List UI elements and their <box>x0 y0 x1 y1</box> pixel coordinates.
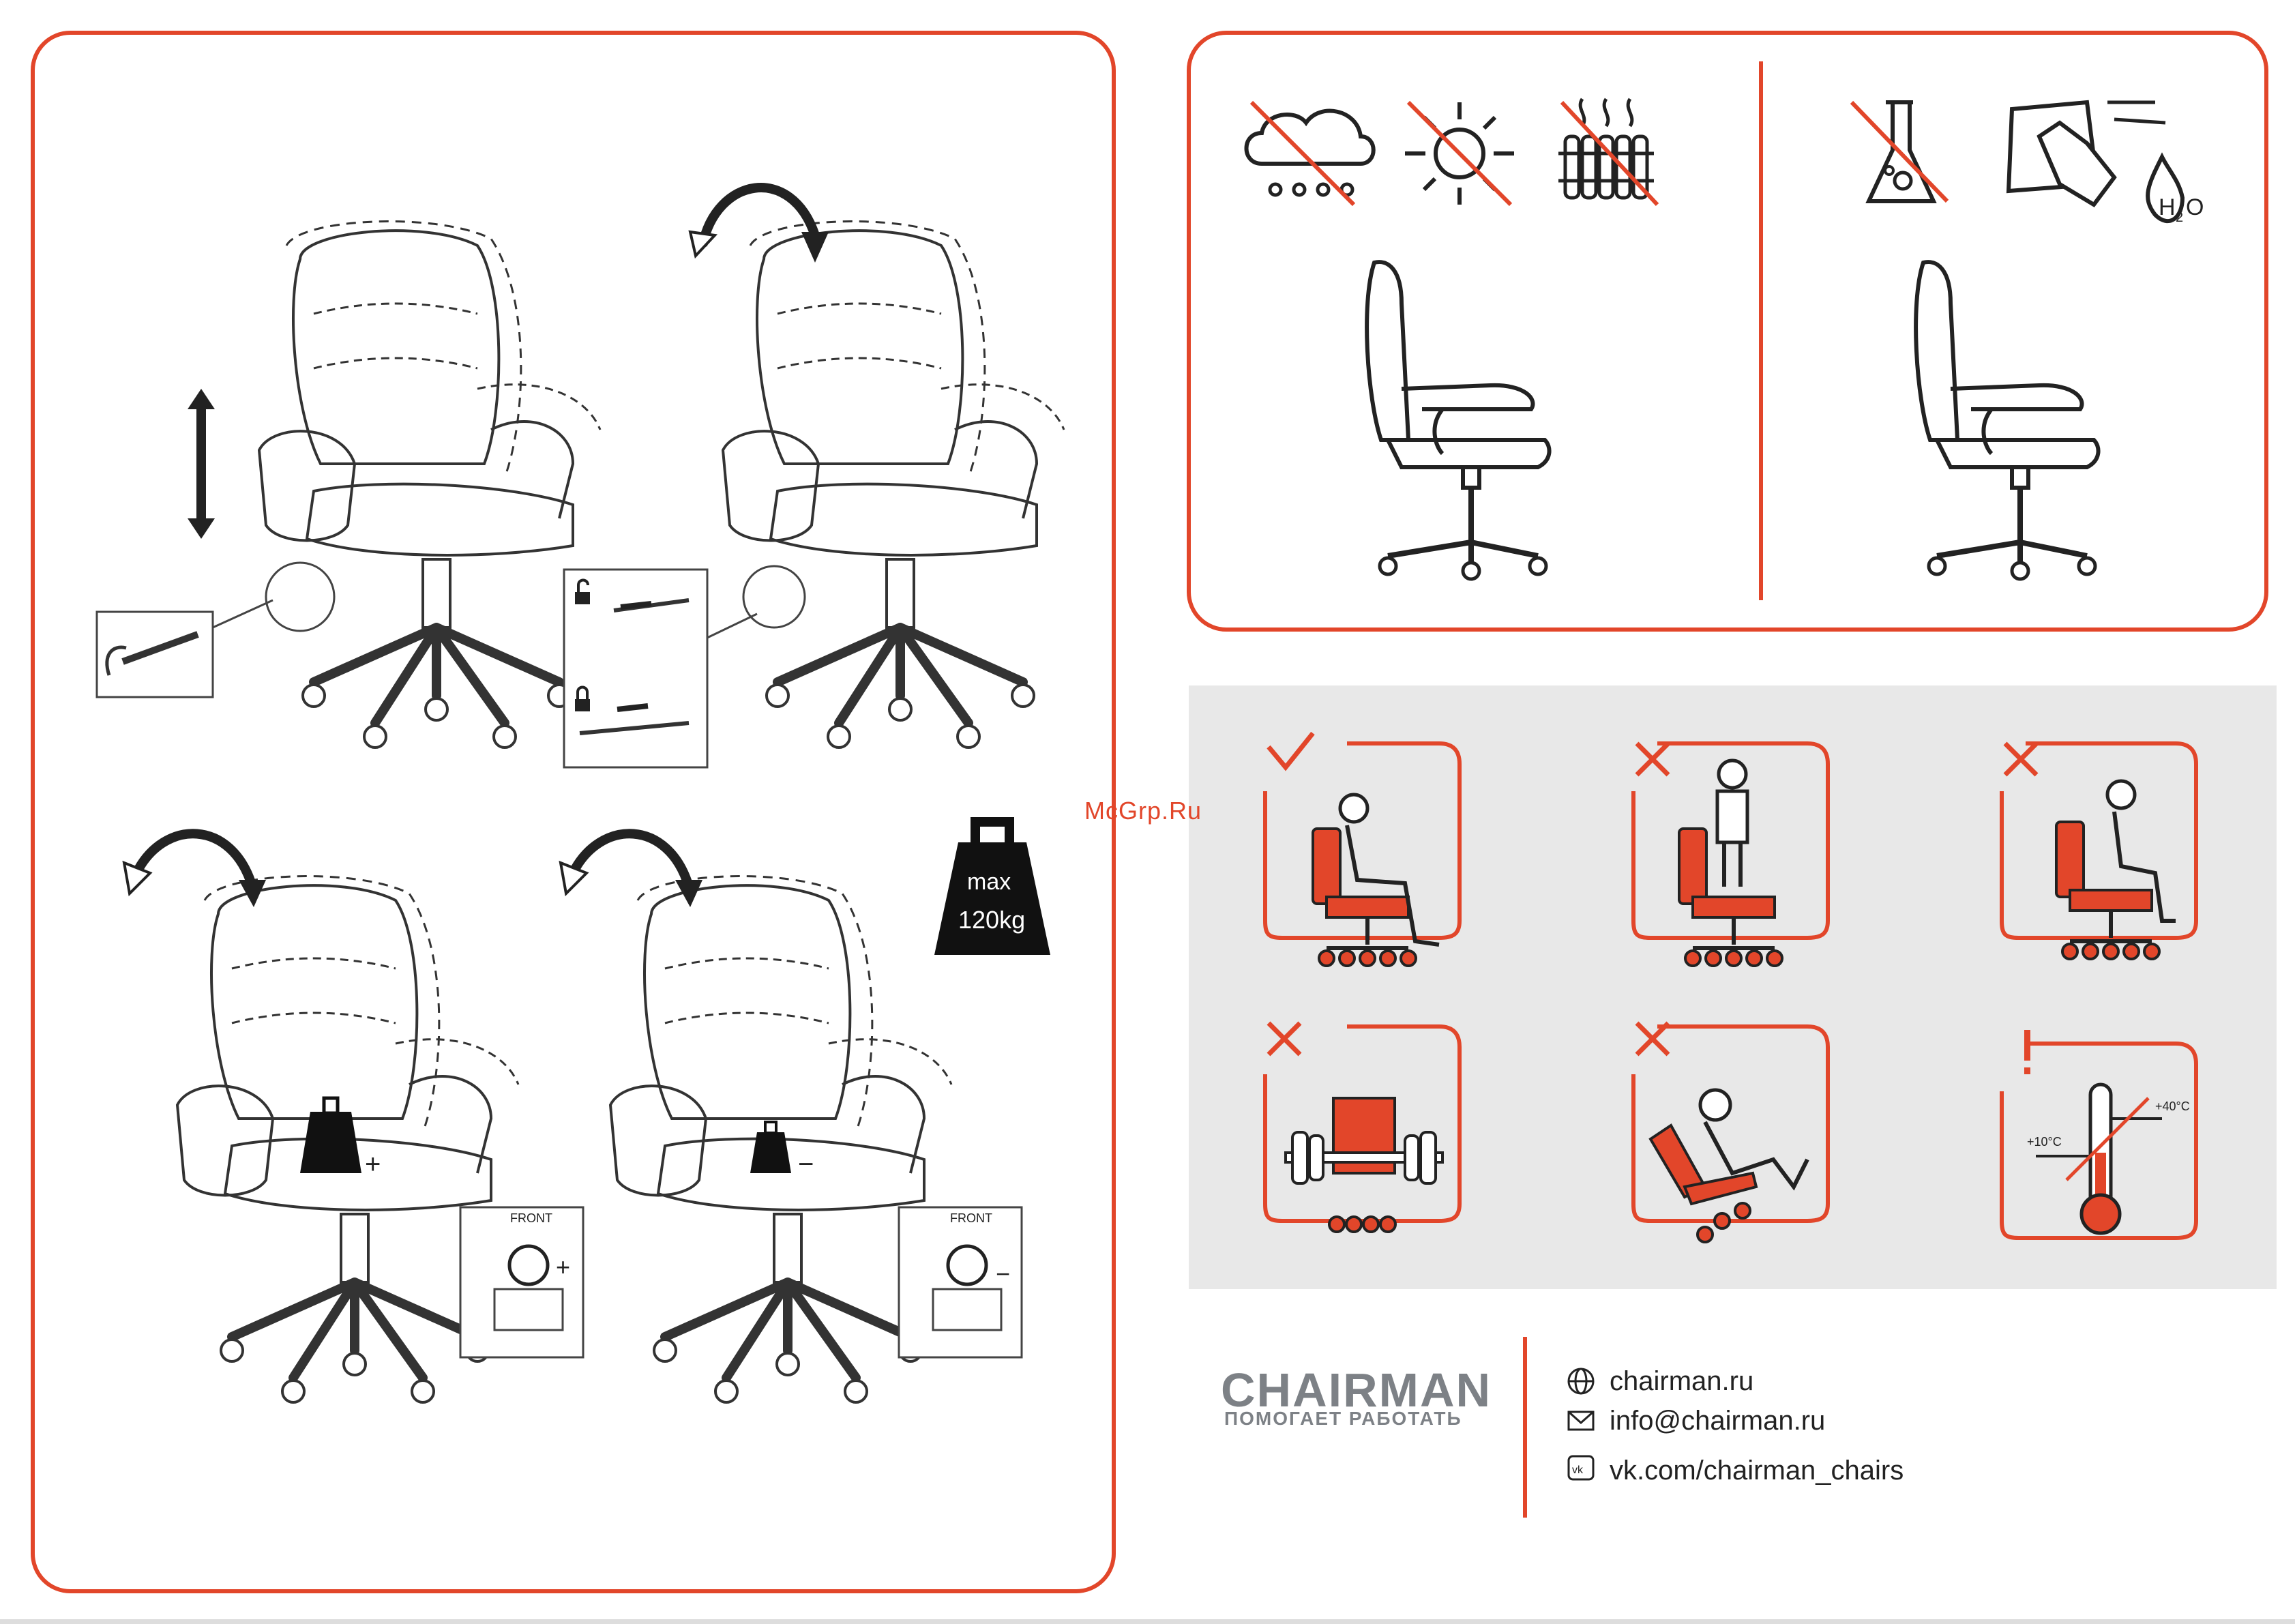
front-label: FRONT <box>510 1211 552 1226</box>
svg-text:H: H <box>2159 194 2176 220</box>
sun-crossed-icon <box>1405 102 1514 205</box>
temperature-low-label: +10°C <box>2027 1135 2062 1149</box>
front-detail-box-minus: − <box>899 1207 1022 1357</box>
svg-text:+: + <box>556 1253 570 1281</box>
lock-detail-box <box>564 566 805 767</box>
water-drop-icon: H 2 O <box>2148 157 2204 225</box>
temperature-high-label: +40°C <box>2155 1099 2190 1114</box>
svg-text:−: − <box>996 1260 1010 1288</box>
rocking-arrow-icon <box>124 833 266 907</box>
weight-small-icon <box>750 1122 791 1173</box>
website-link[interactable]: chairman.ru <box>1610 1366 1753 1397</box>
svg-text:2: 2 <box>2176 210 2183 225</box>
svg-text:O: O <box>2186 194 2204 220</box>
front-label: FRONT <box>950 1211 992 1226</box>
email-link[interactable]: info@chairman.ru <box>1610 1406 1825 1436</box>
vk-link[interactable]: vk.com/chairman_chairs <box>1610 1456 1904 1486</box>
chair-side-illustration <box>1916 262 2098 579</box>
svg-text:vk: vk <box>1572 1464 1584 1476</box>
mail-icon <box>1569 1412 1593 1430</box>
weight-small-icon <box>300 1098 361 1173</box>
front-detail-box-plus: + <box>460 1207 583 1357</box>
chemicals-crossed-icon <box>1852 102 1947 201</box>
chair-height-adjust-illustration <box>259 222 600 748</box>
care-panel <box>1189 33 2266 630</box>
tilt-arrow-icon <box>690 188 829 263</box>
vk-icon: vk <box>1569 1456 1593 1479</box>
rain-crossed-icon <box>1247 102 1374 205</box>
svg-text:+: + <box>365 1149 381 1179</box>
rocking-arrow-icon <box>561 833 702 907</box>
chair-tilt-lock-illustration <box>723 222 1064 748</box>
weight-max-label: max <box>967 869 1011 896</box>
lever-detail-box <box>97 563 334 697</box>
watermark-text: McGrp.Ru <box>1084 797 1202 825</box>
radiator-crossed-icon <box>1558 99 1657 205</box>
wipe-cloth-icon <box>2009 102 2165 205</box>
globe-icon <box>1569 1369 1593 1393</box>
svg-text:−: − <box>798 1149 814 1179</box>
chair-side-illustration <box>1367 262 1549 579</box>
height-arrow-icon <box>188 389 215 539</box>
weight-value-label: 120kg <box>958 906 1025 934</box>
brand-tagline: ПОМОГАЕТ РАБОТАТЬ <box>1224 1408 1462 1430</box>
